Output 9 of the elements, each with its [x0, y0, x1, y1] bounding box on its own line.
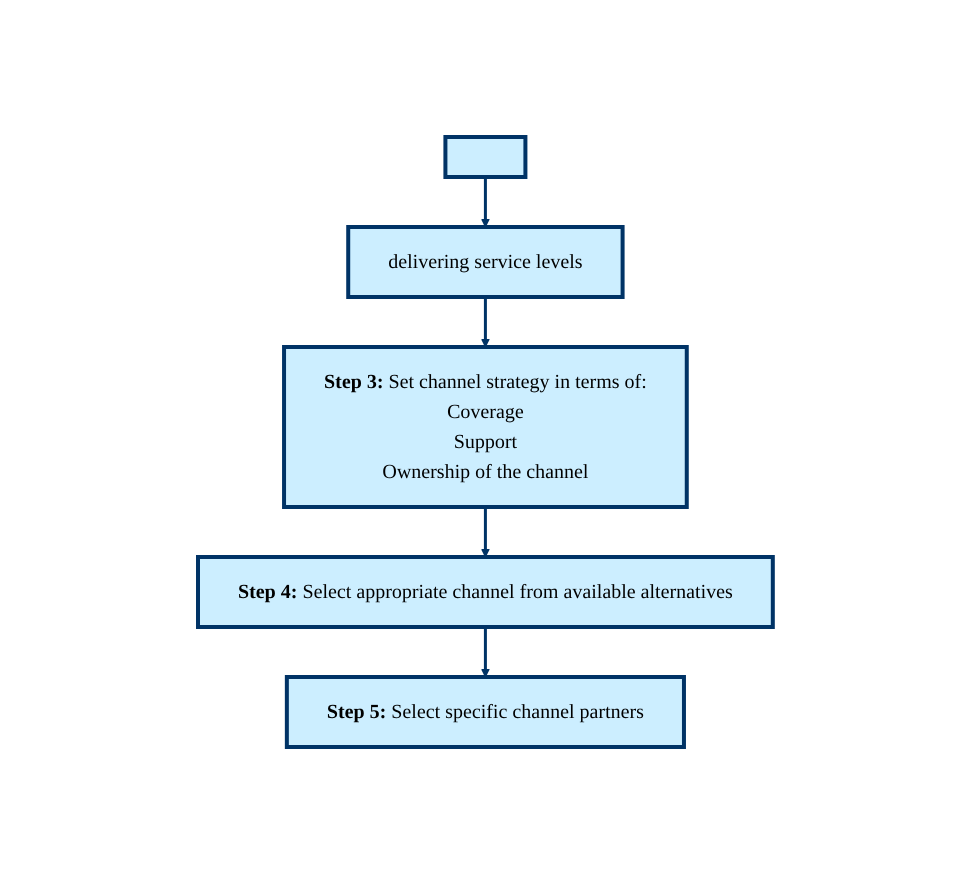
node-box: Step 3: Set channel strategy in terms of: Coverage Support Ownership of the channel — [282, 345, 688, 509]
arrow — [480, 177, 490, 228]
arrow — [480, 507, 490, 558]
node-box: Step 4: Select appropriate channel from available alternatives — [196, 555, 774, 629]
node-box — [443, 135, 527, 179]
arrow — [480, 627, 490, 678]
arrow — [480, 297, 490, 348]
node-box: delivering service levels — [346, 225, 624, 299]
node-box: Step 5: Select specific channel partners — [284, 675, 686, 749]
